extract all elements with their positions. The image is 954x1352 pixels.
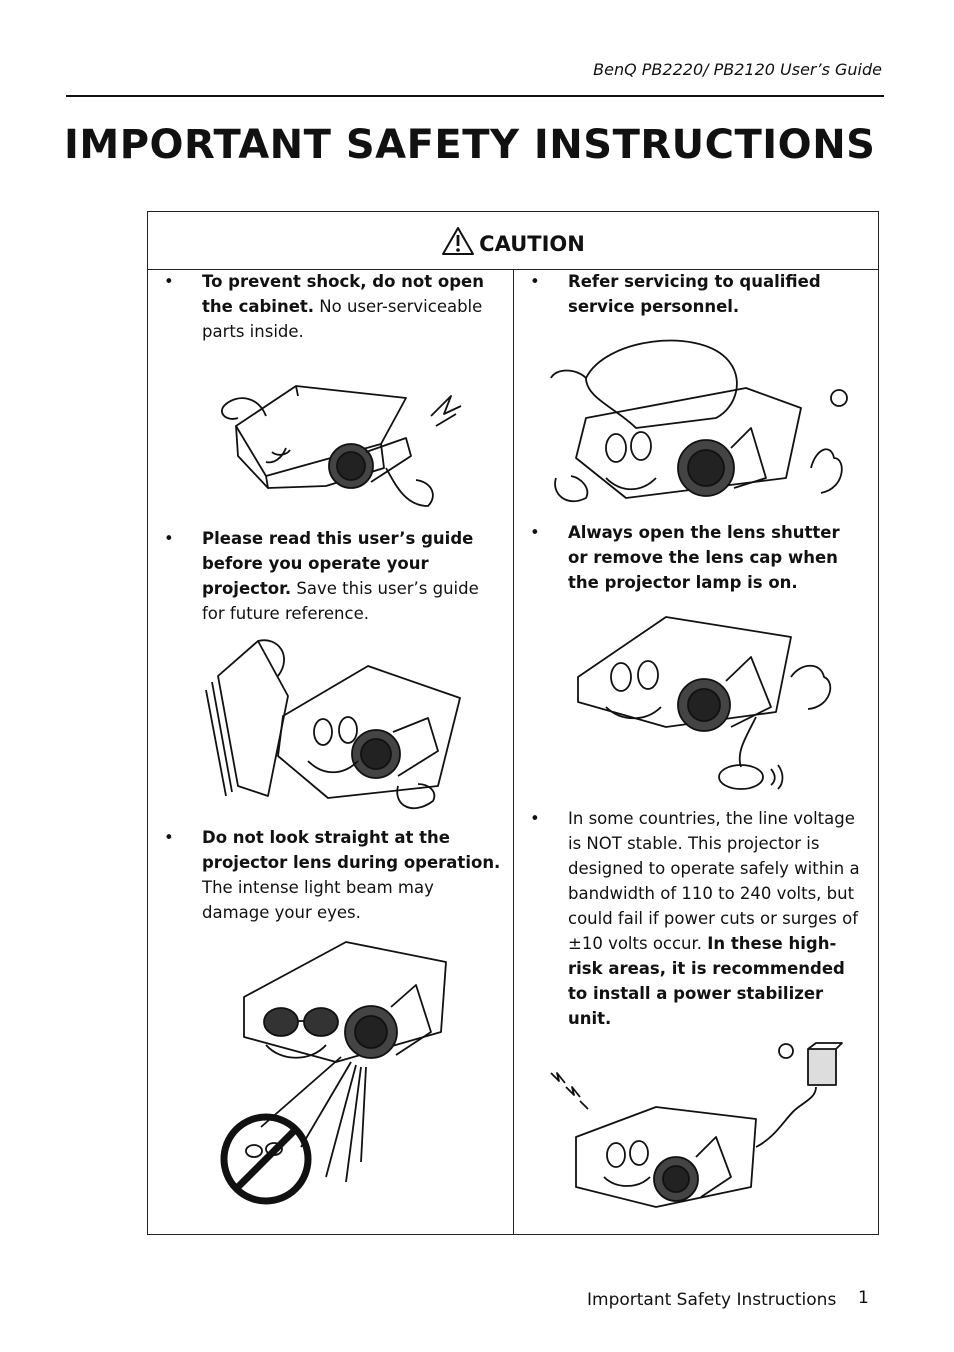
item-bold-text: Refer servicing to qualified service per…	[568, 272, 821, 316]
list-item: • To prevent shock, do not open the cabi…	[164, 269, 502, 344]
bullet: •	[164, 272, 174, 291]
bullet: •	[530, 523, 540, 542]
no-look-illustration	[220, 941, 447, 1205]
item-text: In some countries, the line voltage is N…	[568, 809, 860, 953]
bullet: •	[164, 828, 174, 847]
warning-icon	[442, 227, 475, 255]
bullet: •	[164, 529, 174, 548]
footer-section: Important Safety Instructions	[587, 1290, 837, 1310]
caution-table: CAUTION • To prevent shock, do not open …	[147, 211, 879, 1235]
caution-label: CAUTION	[479, 232, 585, 256]
shock-illustration	[221, 385, 462, 507]
item-bold-text: In these high-risk areas, it is recommen…	[568, 934, 845, 1028]
item-bold-text: Do not look straight at the projector le…	[202, 828, 501, 872]
bullet: •	[530, 272, 540, 291]
list-item: • Refer servicing to qualified service p…	[530, 269, 868, 319]
header-rule	[66, 95, 884, 97]
list-item: • Always open the lens shutter or remove…	[530, 520, 858, 595]
caution-header: CAUTION	[148, 212, 878, 270]
item-bold-text: To prevent shock, do not open the cabine…	[202, 272, 484, 316]
power-stabilizer-illustration	[550, 1042, 843, 1208]
bullet: •	[530, 809, 540, 828]
item-text: The intense light beam may damage your e…	[202, 878, 434, 922]
lens-cap-illustration	[577, 616, 832, 790]
item-bold-text: Always open the lens shutter or remove t…	[568, 523, 840, 592]
item-bold-text: Please read this user’s guide before you…	[202, 529, 474, 598]
running-header: BenQ PB2220/ PB2120 User’s Guide	[593, 60, 882, 79]
item-text: Save this user’s guide for future refere…	[202, 579, 479, 623]
column-divider	[513, 269, 514, 1234]
guide-illustration	[205, 639, 461, 810]
list-item: • Please read this user’s guide before y…	[164, 526, 502, 626]
list-item: • Do not look straight at the projector …	[164, 825, 502, 925]
page-number: 1	[858, 1288, 869, 1308]
item-text: No user-serviceable parts inside.	[202, 297, 483, 341]
list-item: • In some countries, the line voltage is…	[530, 806, 864, 1031]
page-title: IMPORTANT SAFETY INSTRUCTIONS	[64, 122, 876, 168]
servicing-illustration	[550, 339, 848, 503]
